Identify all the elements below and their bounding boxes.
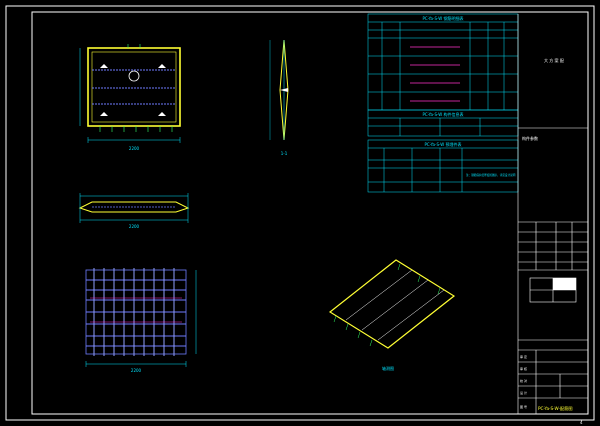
drawing-name: PC-Ya-S-W-配筋图 (538, 405, 573, 412)
row-label-1: 审 定 (520, 354, 527, 359)
table-note: 注：钢筋保护层厚度按图示，详见设计说明 (466, 173, 516, 177)
side-view-label: 1-1 (281, 151, 288, 156)
row-label-2: 审 核 (520, 366, 527, 371)
section-width-label: 2200 (129, 224, 140, 229)
table-embed-title: PC-Ya-S-W 预埋件表 (424, 141, 461, 147)
vertical-stamp: 大 方 案 配 (544, 57, 564, 63)
row-label-3: 校 对 (520, 378, 527, 383)
plan-view: 2200 (79, 44, 181, 151)
inner-frame (31, 11, 589, 415)
rebar-view: 2200 (85, 268, 197, 373)
section-view: 2200 (78, 193, 190, 229)
rebar-shapes (410, 46, 460, 102)
side-view: 1-1 (269, 39, 289, 156)
side-param-label: 构件参数 (522, 135, 538, 141)
rebar-width-label: 2200 (131, 368, 142, 373)
title-block-fill (553, 278, 576, 290)
iso-label: 轴测图 (382, 365, 394, 371)
table-embed (367, 139, 519, 193)
table-rebar-title: PC-Ya-S-W 钢筋明细表 (422, 15, 463, 21)
iso-view: 轴测图 (328, 259, 456, 371)
row-label-5: 图 号 (520, 404, 527, 409)
table-rebar (367, 13, 519, 111)
title-block (517, 14, 588, 414)
row-label-4: 设 计 (520, 390, 527, 395)
plan-width-label: 2200 (129, 146, 140, 151)
sheet-number: 4 (580, 420, 583, 425)
outer-frame (5, 5, 595, 421)
table-info-title: PC-Ya-S-W 构件信息表 (422, 111, 463, 117)
